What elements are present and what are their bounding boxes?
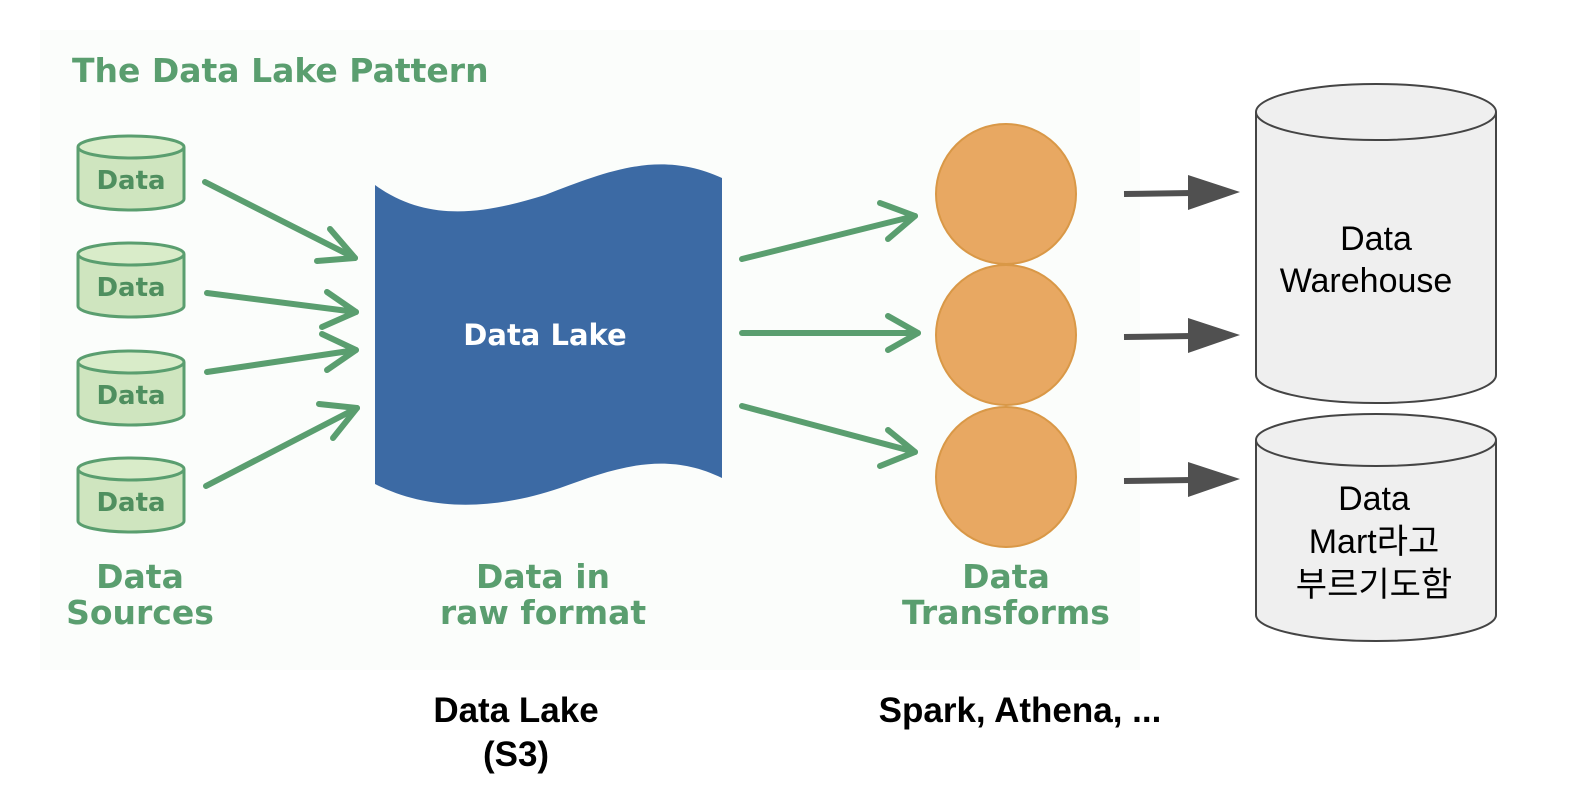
source-label: Data <box>96 488 165 518</box>
lake-caption-line-1: Data in <box>476 557 610 596</box>
arrow-out-1-shaft <box>1123 190 1193 197</box>
arrow-out-3-shaft <box>1123 477 1193 484</box>
arrow-lake-2-head <box>885 313 921 353</box>
arrow-source-4-head <box>316 401 360 441</box>
arrow-out-3-head <box>1188 462 1240 497</box>
arrow-out-2-shaft <box>1123 333 1193 340</box>
source-label: Data <box>96 381 165 411</box>
source-label: Data <box>96 273 165 303</box>
arrow-source-3-head <box>319 331 359 373</box>
transforms-caption-line-1: Data <box>962 557 1050 596</box>
sources-caption-line-2: Sources <box>66 593 214 632</box>
data-lake-shape <box>375 164 722 505</box>
source-cylinder-4: Data <box>76 456 186 534</box>
arrow-out-1-head <box>1188 175 1240 210</box>
sources-caption-line-1: Data <box>96 557 184 596</box>
transform-node-2 <box>935 264 1077 406</box>
arrow-source-1-head <box>314 226 358 264</box>
arrow-lake-1-head <box>877 200 918 242</box>
warehouse-label-line-1: Data <box>1340 220 1412 258</box>
transform-arrows <box>739 200 921 469</box>
arrow-lake-3 <box>739 403 918 455</box>
arrow-source-2-head <box>319 289 359 330</box>
data-warehouse-cylinder: Data Warehouse <box>1255 83 1497 404</box>
warehouse-label-line-2: Warehouse <box>1280 262 1453 300</box>
data-mart-cylinder: Data Mart라고 부르기도함 <box>1255 413 1497 642</box>
data-lake-label: Data Lake <box>463 318 626 352</box>
diagram-title: The Data Lake Pattern <box>72 51 489 90</box>
transform-node-3 <box>935 406 1077 548</box>
transforms-caption-line-2: Transforms <box>902 593 1110 632</box>
arrow-source-1 <box>202 179 358 261</box>
arrow-lake-3-head <box>877 427 918 469</box>
mart-label-line-3: 부르기도함 <box>1296 566 1452 604</box>
arrow-lake-1 <box>739 213 918 262</box>
source-arrows <box>202 179 360 489</box>
arrow-source-3 <box>204 347 359 375</box>
mart-label-line-2: Mart라고 <box>1309 523 1440 561</box>
bottom-lake-label-line-1: Data Lake <box>433 691 598 730</box>
source-cylinder-1: Data <box>76 134 186 212</box>
arrow-source-4 <box>203 405 360 489</box>
source-cylinder-3: Data <box>76 349 186 427</box>
arrow-source-2 <box>204 290 359 315</box>
lake-caption-line-2: raw format <box>440 593 646 632</box>
output-arrows <box>1123 175 1240 497</box>
arrow-out-2-head <box>1188 318 1240 353</box>
transform-node-1 <box>935 123 1077 265</box>
bottom-engines-label: Spark, Athena, ... <box>879 691 1162 730</box>
bottom-lake-label-line-2: (S3) <box>483 735 549 774</box>
mart-label-line-1: Data <box>1338 480 1410 518</box>
source-cylinder-2: Data <box>76 241 186 319</box>
source-label: Data <box>96 166 165 196</box>
